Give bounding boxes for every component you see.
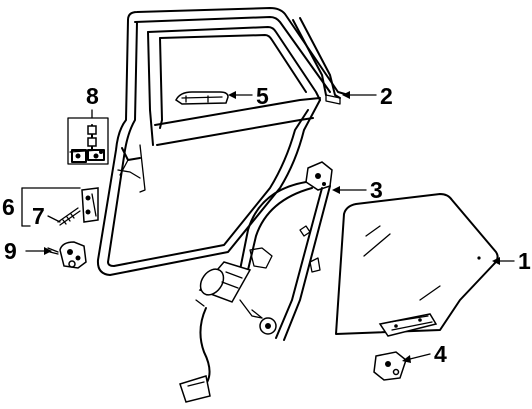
callout-8: 8 xyxy=(86,83,99,109)
latch-plate xyxy=(81,187,99,223)
glass-bracket xyxy=(378,313,438,337)
callout-1: 1 xyxy=(518,248,531,274)
callout-5: 5 xyxy=(256,83,269,109)
callout-labels: 1 2 3 4 5 6 7 8 9 xyxy=(2,83,531,367)
callout-3: 3 xyxy=(370,177,383,203)
door-glass-panel xyxy=(335,193,499,335)
callout-6: 6 xyxy=(2,194,15,220)
regulator-bracket xyxy=(373,351,407,381)
callout-9: 9 xyxy=(4,238,17,264)
door-hinge xyxy=(67,117,109,165)
leader-lines xyxy=(21,91,515,363)
glass-run-channel xyxy=(292,17,341,105)
door-shell xyxy=(96,7,346,276)
callout-4: 4 xyxy=(434,341,447,367)
regulator-motor xyxy=(179,261,252,403)
window-regulator xyxy=(239,161,333,341)
door-latch xyxy=(47,241,87,269)
callout-2: 2 xyxy=(380,83,393,109)
latch-screw xyxy=(57,207,81,226)
outside-handle xyxy=(175,91,229,105)
callout-7: 7 xyxy=(32,203,45,229)
